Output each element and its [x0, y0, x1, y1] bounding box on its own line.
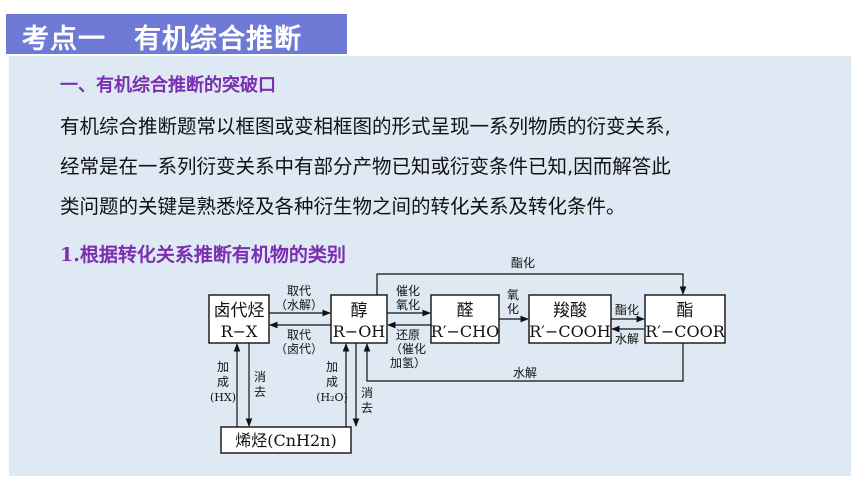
label-hydrolysis: 水解 [513, 366, 537, 380]
label-catalytic: 催化 [396, 284, 420, 298]
label-oxidation: 氧化 [396, 298, 420, 312]
subsection-heading: 1.根据转化关系推断有机物的类别 [60, 244, 346, 266]
paragraph-line: 经常是在一系列衍变关系中有部分产物已知或衍变条件已知,因而解答此 [60, 155, 671, 178]
label-elimination: 消 [254, 370, 266, 384]
ester-box: 酯 R′−COOR [644, 294, 726, 344]
alcohol-box: 醇 R−OH [330, 294, 388, 344]
label-substitution: 取代 [287, 284, 311, 298]
label-hydrogenation: 加氢） [390, 355, 426, 370]
label-hx: (HX) [210, 391, 236, 404]
paragraph-line: 有机综合推断题常以框图或变相框图的形式呈现一系列物质的衍变关系, [60, 115, 671, 138]
label-reduction: 还原 [396, 328, 420, 342]
ester-name: 酯 [677, 301, 694, 321]
label-oxidation: 氧 [507, 288, 519, 302]
alcohol-formula: R−OH [333, 322, 386, 341]
aldehyde-box: 醛 R′−CHO [430, 294, 500, 344]
label-addition: 加 [326, 360, 338, 374]
slide-header: 考点一 有机综合推断 [0, 0, 860, 55]
label-elimination: 消 [361, 386, 373, 400]
arrow-esterification-loop [376, 273, 687, 295]
label-h2o: (H₂O) [316, 391, 348, 404]
acid-box: 羧酸 R′−COOH [528, 294, 612, 344]
label-elimination: 去 [254, 385, 266, 399]
label-esterification: 酯化 [615, 303, 639, 317]
aldehyde-formula: R′−CHO [431, 322, 499, 341]
label-addition: 成 [326, 375, 338, 389]
title-bar: 考点一 有机综合推断 [6, 14, 347, 55]
alkene-name: 烯烃(CnH2n) [235, 431, 336, 450]
alcohol-name: 醇 [351, 301, 368, 321]
label-hydrolysis: 水解 [615, 332, 639, 346]
intro-paragraph: 有机综合推断题常以框图或变相框图的形式呈现一系列物质的衍变关系, 经常是在一系列… [60, 107, 840, 227]
label-addition: 成 [217, 375, 229, 389]
content-panel [9, 56, 851, 476]
label-substitution: 取代 [287, 328, 311, 342]
ester-formula: R′−COOR [645, 322, 726, 341]
label-halogenation: （卤代） [275, 342, 323, 356]
aldehyde-name: 醛 [457, 301, 474, 321]
haloalkane-name: 卤代烃 [214, 301, 265, 321]
label-esterification: 酯化 [511, 256, 535, 270]
label-oxidation: 化 [507, 302, 519, 316]
paragraph-line: 类问题的关键是熟悉烃及各种衍生物之间的转化关系及转化条件。 [60, 195, 626, 218]
haloalkane-formula: R−X [221, 322, 258, 341]
label-catalytic: （催化 [390, 342, 426, 356]
haloalkane-box: 卤代烃 R−X [208, 294, 270, 344]
section-heading: 一、有机综合推断的突破口 [60, 75, 276, 96]
label-addition: 加 [217, 360, 229, 374]
acid-formula: R′−COOH [529, 322, 611, 341]
acid-name: 羧酸 [553, 301, 587, 321]
conversion-diagram: 卤代烃 R−X 醇 R−OH 醛 R′−CHO 羧酸 R′−COOH 酯 R′−… [208, 256, 726, 454]
label-elimination: 去 [361, 401, 373, 415]
slide-title: 考点一 有机综合推断 [22, 24, 302, 55]
alkene-box: 烯烃(CnH2n) [220, 426, 352, 454]
arrow-hydrolysis-loop [363, 343, 684, 382]
label-hydrolysis: （水解） [275, 298, 323, 312]
